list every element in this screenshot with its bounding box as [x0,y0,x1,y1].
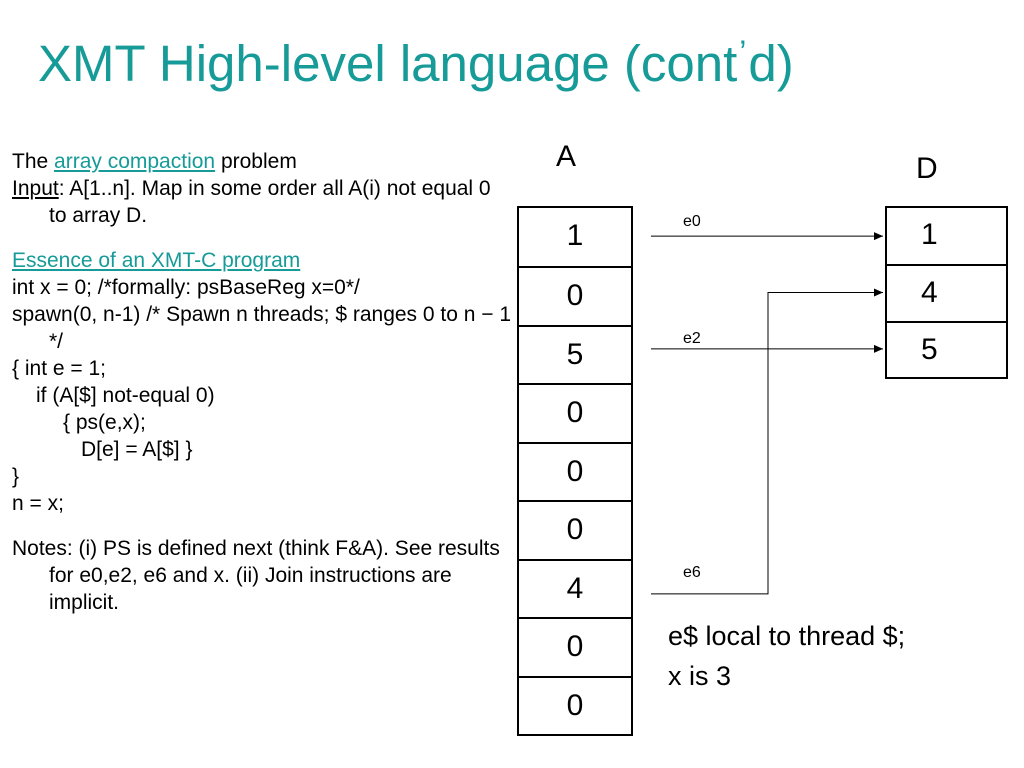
array-a-cell: 0 [519,500,631,558]
notes-text: Notes: (i) PS is defined next (think F&A… [12,537,500,614]
input-line: Input: A[1..n]. Map in some order all A(… [12,175,512,229]
array-a-cell: 0 [519,441,631,500]
code-line-2: spawn(0, n-1) /* Spawn n threads; $ rang… [12,303,512,353]
code-line-6: D[e] = A[$] } [81,438,193,461]
input-label: Input [12,177,59,200]
note-line-2: x is 3 [668,661,732,691]
problem-line: The array compaction problem [12,148,512,175]
arrow-label-e6: e6 [683,563,701,581]
essence-link[interactable]: Essence of an XMT-C program [12,249,301,272]
title-apostrophe: ’ [739,34,747,71]
title-end: d) [748,35,794,92]
array-a-label: A [556,140,577,173]
array-d-cell: 5 [887,320,1006,377]
problem-prefix: The [12,150,55,173]
title-main: XMT High-level language (cont [38,35,738,92]
array-a-cell: 1 [566,219,584,252]
code-line-7: } [12,465,20,488]
array-a-cell: 0 [519,675,631,734]
array-a-cell: 0 [519,617,631,675]
array-a-cell: 0 [519,266,631,324]
code-line-1: int x = 0; /*formally: psBaseReg x=0*/ [12,276,360,299]
slide-title: XMT High-level language (cont’d) [38,34,794,93]
note-line-1: e$ local to thread $; [668,621,906,651]
thread-note: e$ local to thread $; x is 3 [668,616,905,696]
array-d-label: D [916,152,938,185]
array-d-cell: 1 [921,218,938,251]
arrow-label-e0: e0 [683,213,701,231]
array-a-cell: 0 [519,383,631,441]
arrow-label-e2: e2 [683,330,701,348]
array-compaction-link[interactable]: array compaction [54,150,216,173]
input-text: : A[1..n]. Map in some order all A(i) no… [49,177,491,227]
problem-suffix: problem [215,150,297,173]
array-d-cell: 4 [887,264,1006,320]
arrow-e6 [651,288,883,595]
code-line-3: { int e = 1; [12,357,106,380]
code-line-5: { ps(e,x); [63,411,146,434]
array-a-cell: 4 [519,558,631,617]
array-a-cell: 5 [519,324,631,383]
code-line-8: n = x; [12,492,64,515]
body-text: The array compaction problem Input: A[1.… [12,148,512,616]
code-line-4: if (A[$] not-equal 0) [36,384,215,407]
